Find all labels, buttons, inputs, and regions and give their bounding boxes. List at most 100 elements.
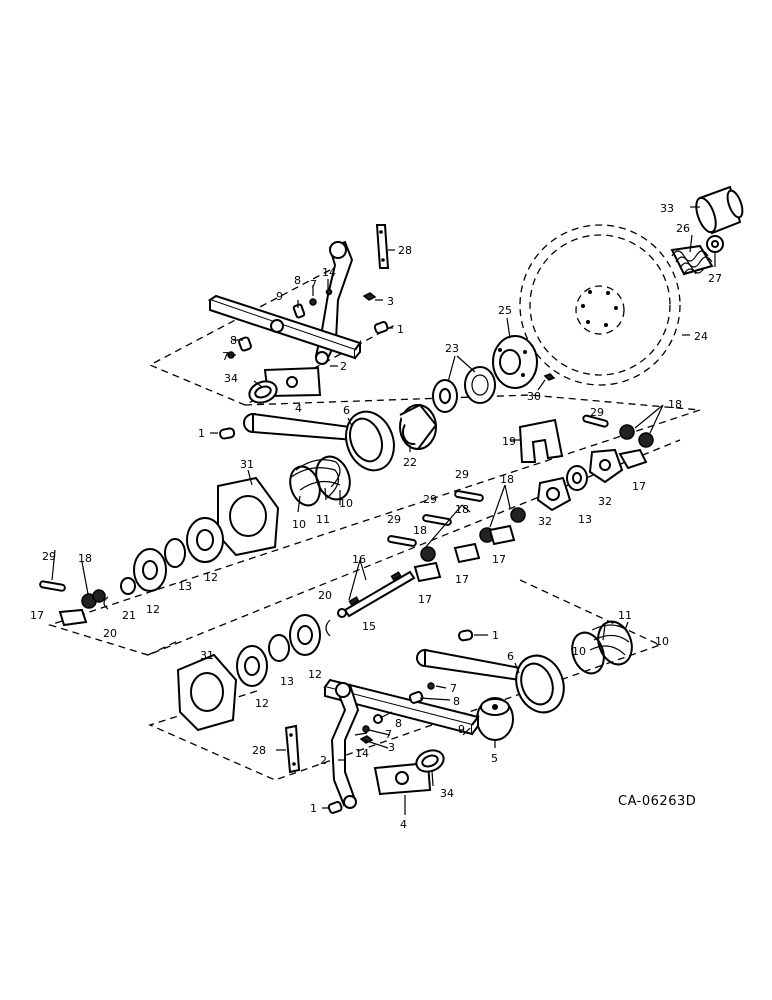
leader-lines (51, 206, 716, 815)
callout-10-upper-b: 10 (292, 518, 306, 531)
callout-29-mid-c: 29 (387, 513, 401, 526)
callout-31-upper: 31 (240, 458, 254, 471)
shaft-15 (337, 570, 416, 618)
callout-16: 16 (352, 553, 366, 566)
callout-26: 26 (676, 222, 690, 235)
callout-3-lower: 3 (388, 741, 395, 754)
callout-8-lower-a: 8 (453, 695, 460, 708)
hub-22 (399, 403, 438, 450)
callout-1-lower-left: 1 (310, 802, 317, 815)
strap-28-upper (375, 224, 390, 269)
callout-31-lower: 31 (200, 649, 214, 662)
sprocket-24 (519, 224, 681, 386)
plate-4-upper (263, 366, 322, 398)
callout-29-left: 29 (42, 550, 56, 563)
callout-labels: 33 26 27 28 24 8 7 14 9 3 1 25 8 7 2 23 … (30, 202, 722, 831)
seal-34-upper (248, 380, 278, 404)
plate-31-lower (176, 653, 238, 732)
callout-7-upper-a: 7 (310, 278, 317, 291)
link-6-upper (243, 410, 395, 472)
callout-17-right: 17 (632, 480, 646, 493)
callout-12-lower-b: 12 (255, 697, 269, 710)
callout-6-lower: 6 (507, 650, 514, 663)
flange-25 (492, 335, 538, 389)
flanges-32 (536, 448, 624, 512)
callout-13-right: 13 (578, 513, 592, 526)
small-parts-upper (227, 288, 389, 359)
ring-20-center (325, 619, 331, 637)
callout-6-upper: 6 (343, 404, 350, 417)
callout-17-left: 17 (30, 609, 44, 622)
callout-29-mid-a: 29 (455, 468, 469, 481)
callout-2-lower: 2 (320, 754, 327, 767)
callout-12-lower-a: 12 (308, 668, 322, 681)
callout-8-upper-b: 8 (230, 334, 237, 347)
lower-arm-2 (330, 682, 360, 809)
callout-28-upper: 28 (398, 244, 412, 257)
callout-17-mid-c: 17 (418, 593, 432, 606)
callout-12-upper-b: 12 (146, 603, 160, 616)
callout-23: 23 (445, 342, 459, 355)
callout-11-upper: 11 (316, 513, 330, 526)
callout-13-lower: 13 (280, 675, 294, 688)
bearing-stack-upper-left (103, 517, 224, 610)
callout-32-mid: 32 (538, 515, 552, 528)
callout-19: 19 (502, 435, 516, 448)
callout-30: 30 (527, 390, 541, 403)
callout-27: 27 (708, 272, 722, 285)
bar-9-lower (323, 678, 480, 736)
callout-18-mid-c: 18 (413, 524, 427, 537)
callout-14-lower: 14 (355, 747, 369, 760)
spring-26 (670, 244, 714, 276)
plate-31-upper (217, 476, 280, 557)
callout-13-upper: 13 (178, 580, 192, 593)
callout-17-mid-a: 17 (492, 553, 506, 566)
callout-20-center: 20 (318, 589, 332, 602)
callout-3-upper: 3 (387, 295, 394, 308)
bearing-stack-lower (236, 614, 321, 687)
callout-18-mid-a: 18 (500, 473, 514, 486)
callout-2-upper: 2 (340, 360, 347, 373)
upper-arm-2 (314, 240, 354, 365)
springs-10-11-lower (571, 620, 633, 675)
callout-5: 5 (491, 752, 498, 765)
callout-32-right: 32 (598, 495, 612, 508)
callout-34-lower: 34 (440, 787, 454, 800)
callout-8-upper-a: 8 (294, 274, 301, 287)
nut-30 (543, 373, 556, 381)
callout-29-right: 29 (590, 406, 604, 419)
callout-34-upper: 34 (224, 372, 238, 385)
strap-28-lower (284, 724, 301, 774)
callout-1-upper-right: 1 (397, 323, 404, 336)
callout-33: 33 (660, 202, 674, 215)
callout-22: 22 (403, 456, 417, 469)
pins-29-right (39, 414, 609, 592)
callout-9-upper: 9 (276, 290, 283, 303)
callout-28-lower: 28 (252, 744, 266, 757)
callout-1-upper-left: 1 (198, 427, 205, 440)
roller-5 (476, 697, 514, 741)
bracket-19 (518, 418, 564, 463)
housings-17 (58, 448, 648, 627)
washer-27 (706, 235, 724, 253)
callout-11-lower: 11 (618, 609, 632, 622)
pin-1-upper-left (219, 427, 236, 440)
callout-10-upper-a: 10 (339, 497, 353, 510)
roller-33 (695, 185, 744, 235)
plate-4-lower (373, 761, 432, 796)
callout-4-upper: 4 (295, 402, 302, 415)
callout-8-lower-b: 8 (395, 717, 402, 730)
callout-7-lower-b: 7 (385, 728, 392, 741)
callout-14-upper: 14 (322, 266, 336, 279)
callout-12-upper-a: 12 (204, 571, 218, 584)
callout-4-lower: 4 (400, 818, 407, 831)
callout-18-right: 18 (668, 398, 682, 411)
seal-34-lower (415, 749, 445, 773)
callout-18-left: 18 (78, 552, 92, 565)
callout-15: 15 (362, 620, 376, 633)
bearing-23 (432, 366, 496, 413)
collar-13-right (566, 465, 588, 491)
callout-10-lower-a: 10 (572, 645, 586, 658)
callout-24: 24 (694, 330, 708, 343)
